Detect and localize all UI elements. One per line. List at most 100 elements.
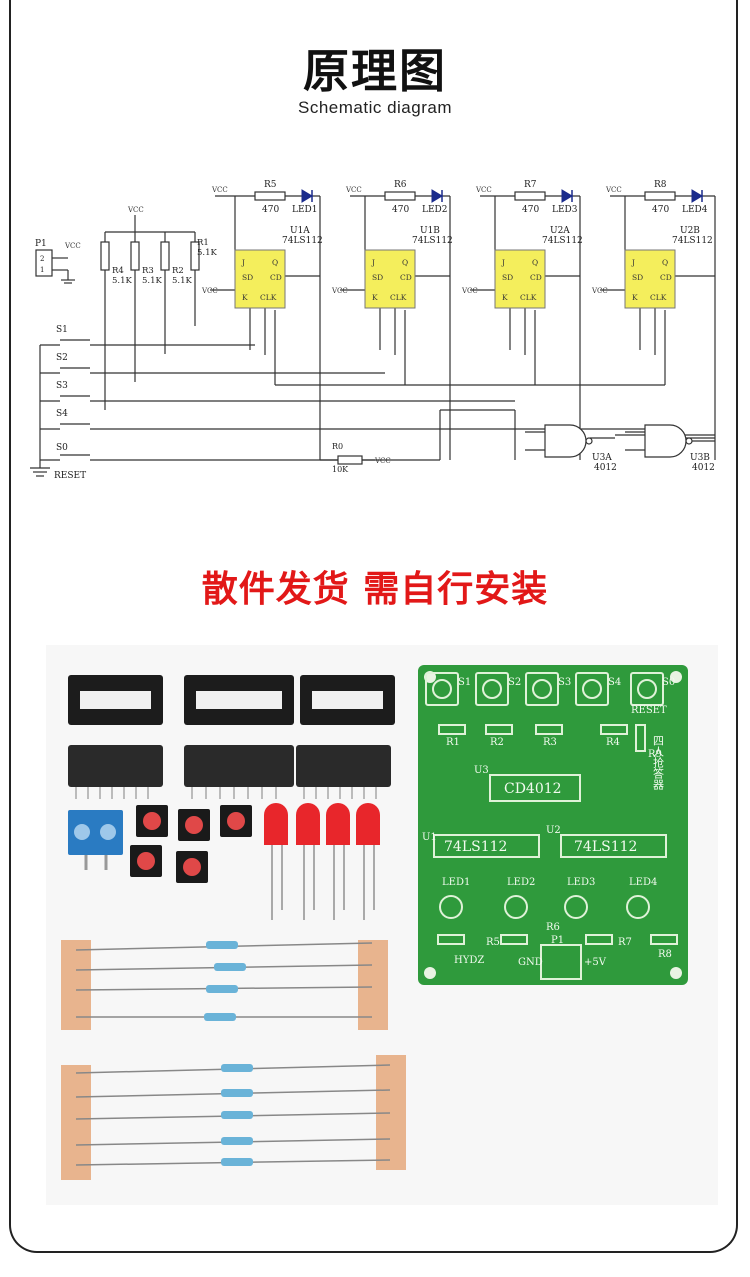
svg-text:J: J	[631, 258, 635, 267]
svg-text:CLK: CLK	[260, 293, 277, 302]
schematic-diagram: VCC VCC VCC VCC VCC VCC VCC VCC VCC VCC …	[30, 180, 716, 481]
r6-label: R6	[394, 180, 407, 190]
r2-value: 5.1K	[172, 276, 193, 286]
svg-text:Q: Q	[402, 258, 408, 267]
page-subtitle: Schematic diagram	[297, 98, 452, 117]
kit-illustration: S1 S2 S3 S4 S0 RESET R1 R2 R3 R4 R9 R5 R…	[61, 665, 688, 1180]
svg-text:SD: SD	[372, 273, 383, 282]
s0-label: S0	[56, 443, 68, 453]
svg-text:VCC: VCC	[461, 287, 478, 295]
u3b-ref: U3B	[690, 453, 710, 463]
svg-text:K: K	[372, 293, 378, 302]
pcb-brand: HYDZ	[454, 955, 484, 966]
pcb-reset: RESET	[631, 705, 667, 716]
pcb-s0: S0	[662, 677, 675, 688]
pcb-r9: R9	[648, 749, 662, 760]
page-frame	[9, 0, 738, 1253]
pcb-led3: LED3	[567, 877, 595, 888]
svg-text:CD: CD	[660, 273, 672, 282]
svg-text:VCC: VCC	[331, 287, 348, 295]
svg-text:VCC: VCC	[211, 186, 228, 194]
svg-text:CLK: CLK	[520, 293, 537, 302]
led1-label: LED1	[292, 205, 318, 215]
u2a-ref: U2A	[550, 226, 570, 236]
pcb-led2: LED2	[507, 877, 535, 888]
svg-text:J: J	[241, 258, 245, 267]
r7-value: 470	[522, 205, 539, 215]
page-title: 原理图	[303, 44, 447, 98]
r7-label: R7	[524, 180, 537, 190]
svg-text:J: J	[501, 258, 505, 267]
svg-text:2: 2	[40, 255, 44, 263]
pcb-p1: P1	[551, 935, 564, 946]
pcb-r5: R5	[486, 937, 500, 948]
svg-text:1: 1	[40, 266, 44, 274]
u3a-ref: U3A	[592, 453, 612, 463]
ic-chips	[68, 745, 391, 799]
pcb-led4: LED4	[629, 877, 657, 888]
svg-text:SD: SD	[242, 273, 253, 282]
led4-label: LED4	[682, 205, 708, 215]
pcb-u2: U2	[546, 825, 561, 836]
svg-text:Q: Q	[272, 258, 278, 267]
svg-text:CD: CD	[530, 273, 542, 282]
svg-text:K: K	[502, 293, 508, 302]
svg-text:VCC: VCC	[201, 287, 218, 295]
svg-text:K: K	[242, 293, 248, 302]
u2b-ref: U2B	[680, 226, 700, 236]
terminal-block	[68, 810, 123, 870]
svg-text:J: J	[371, 258, 375, 267]
reset-label: RESET	[54, 471, 86, 481]
s3-label: S3	[56, 381, 68, 391]
pcb-s2: S2	[508, 677, 521, 688]
tactile-buttons	[130, 805, 252, 883]
svg-text:VCC: VCC	[374, 457, 391, 465]
pcb-u3: U3	[474, 765, 489, 776]
pcb-r6: R6	[546, 922, 560, 933]
pcb-u2-part: 74LS112	[574, 839, 637, 855]
r4-label: R4	[112, 266, 124, 276]
svg-text:VCC: VCC	[605, 186, 622, 194]
u1b-ref: U1B	[420, 226, 440, 236]
svg-text:CD: CD	[400, 273, 412, 282]
r6-value: 470	[392, 205, 409, 215]
pcb-title: 四人抢答器	[652, 735, 665, 791]
pcb-gnd: GND	[518, 957, 543, 968]
resistor-strip-2	[61, 1055, 406, 1180]
r1-value: 5.1K	[197, 248, 218, 258]
pcb-r8: R8	[658, 949, 672, 960]
r0-value: 10K	[332, 465, 349, 474]
svg-text:Q: Q	[532, 258, 538, 267]
s1-label: S1	[56, 325, 68, 335]
pcb-r7: R7	[618, 937, 632, 948]
r2-label: R2	[172, 266, 184, 276]
product-photo: S1 S2 S3 S4 S0 RESET R1 R2 R3 R4 R9 R5 R…	[46, 645, 718, 1205]
svg-text:CLK: CLK	[650, 293, 667, 302]
u3b-part: 4012	[692, 463, 715, 473]
ic-sockets	[68, 675, 395, 725]
pcb-s1: S1	[458, 677, 471, 688]
svg-text:VCC: VCC	[127, 206, 144, 214]
pcb-r2: R2	[490, 737, 504, 748]
s4-label: S4	[56, 409, 68, 419]
pcb-s3: S3	[558, 677, 571, 688]
svg-text:VCC: VCC	[345, 186, 362, 194]
svg-text:SD: SD	[502, 273, 513, 282]
r1-label: R1	[197, 238, 209, 248]
s2-label: S2	[56, 353, 68, 363]
pcb-u1: U1	[422, 832, 437, 843]
r5-label: R5	[264, 180, 277, 190]
svg-text:VCC: VCC	[591, 287, 608, 295]
pcb-led1: LED1	[442, 877, 470, 888]
pcb-plus5v: +5V	[584, 957, 607, 968]
svg-text:VCC: VCC	[475, 186, 492, 194]
r0-label: R0	[332, 442, 343, 451]
r3-label: R3	[142, 266, 154, 276]
red-leds	[264, 803, 380, 920]
r8-label: R8	[654, 180, 667, 190]
svg-text:K: K	[632, 293, 638, 302]
r3-value: 5.1K	[142, 276, 163, 286]
u2a-part: 74LS112	[542, 236, 583, 246]
u3a-part: 4012	[594, 463, 617, 473]
